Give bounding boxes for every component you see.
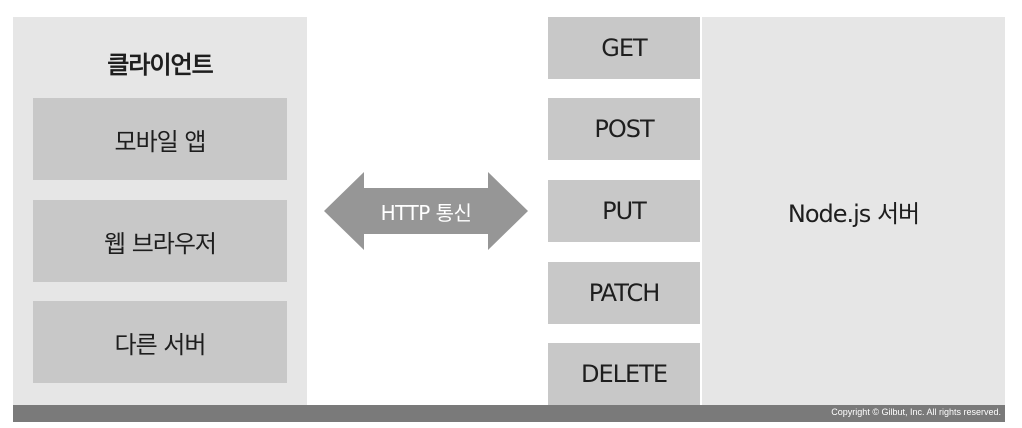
copyright-text: Copyright © Gilbut, Inc. All rights rese…	[831, 407, 1001, 417]
method-get: GET	[548, 17, 700, 79]
http-double-arrow: HTTP 통신	[324, 172, 528, 250]
method-patch: PATCH	[548, 262, 700, 324]
double-arrow-icon	[324, 172, 528, 250]
client-title: 클라이언트	[107, 51, 213, 79]
footer-bar: Copyright © Gilbut, Inc. All rights rese…	[13, 405, 1005, 422]
method-put: PUT	[548, 180, 700, 242]
client-item-web-browser: 웹 브라우저	[33, 200, 287, 282]
method-post: POST	[548, 98, 700, 160]
method-delete: DELETE	[548, 343, 700, 405]
server-panel: Node.js 서버	[702, 17, 1005, 405]
server-label: Node.js 서버	[787, 199, 920, 228]
client-item-other-server: 다른 서버	[33, 301, 287, 383]
http-label: HTTP 통신	[380, 200, 472, 225]
client-panel: 클라이언트 모바일 앱 웹 브라우저 다른 서버	[13, 17, 307, 405]
client-item-mobile-app: 모바일 앱	[33, 98, 287, 180]
